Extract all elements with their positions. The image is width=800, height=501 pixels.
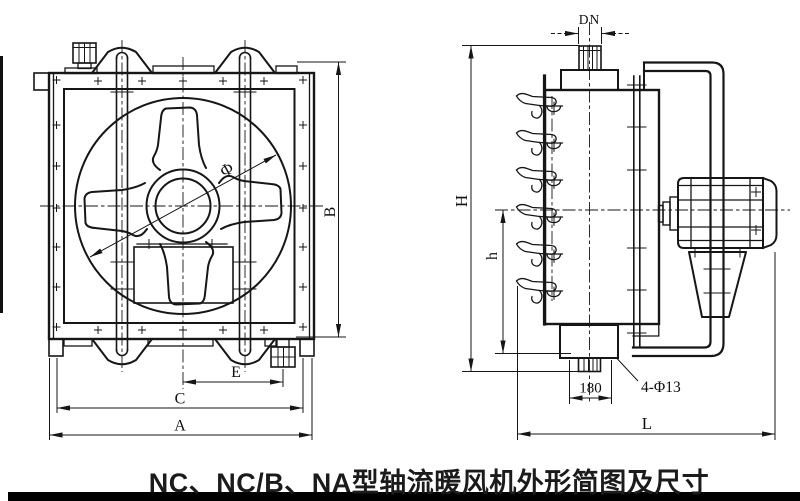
drain-bolt-bottom-right xyxy=(270,338,296,368)
hook-bolts xyxy=(515,92,564,304)
tie-rod-side xyxy=(633,75,641,349)
side-view: DN H h 180 4-Φ13 L xyxy=(452,12,790,440)
pipe-connection-bottom xyxy=(559,324,619,373)
dim-label-A: A xyxy=(174,418,186,435)
motor-shaft xyxy=(669,196,679,231)
footer-black-bar xyxy=(8,492,800,501)
heater-body xyxy=(542,74,661,337)
foot-bottom-left xyxy=(48,338,64,357)
motor-silhouette xyxy=(133,246,234,304)
dim-label-holes: 4-Φ13 xyxy=(641,379,681,396)
dim-label-180: 180 xyxy=(579,381,602,397)
motor xyxy=(657,176,778,318)
dim-C: C xyxy=(56,358,304,413)
dim-H: H xyxy=(452,45,593,372)
bolt-hole-marks xyxy=(52,76,307,334)
dim-h: h xyxy=(484,210,571,354)
motor-bracket xyxy=(688,251,747,318)
dim-B: B xyxy=(296,61,346,338)
centerlines-side xyxy=(495,22,790,402)
support-frame xyxy=(627,61,731,358)
dim-label-C: C xyxy=(175,391,186,408)
vent-bolt-top-left xyxy=(72,42,97,70)
casing-frame xyxy=(33,65,316,357)
motor-end-cap xyxy=(761,176,778,250)
dim-DN: DN xyxy=(551,12,629,44)
dim-label-B: B xyxy=(322,207,339,218)
foot-bottom-right xyxy=(299,338,315,357)
dim-E: E xyxy=(183,364,284,387)
centerlines-front xyxy=(40,40,326,389)
dim-label-L: L xyxy=(642,414,652,433)
dim-L: L xyxy=(517,252,776,440)
dim-mount-holes: 4-Φ13 xyxy=(616,358,681,396)
dim-A: A xyxy=(49,358,313,440)
corner-tab-top-left xyxy=(33,72,50,91)
scan-edge-artifact xyxy=(0,56,3,313)
front-view: Φ B E C A xyxy=(33,40,346,440)
dim-label-E: E xyxy=(231,364,241,381)
dim-label-H: H xyxy=(452,195,471,207)
dim-label-DN: DN xyxy=(579,12,601,27)
dim-180: 180 xyxy=(569,360,612,404)
drawing-caption: NC、NC/B、NA型轴流暖风机外形简图及尺寸 xyxy=(148,468,710,498)
dim-label-h: h xyxy=(484,252,501,260)
